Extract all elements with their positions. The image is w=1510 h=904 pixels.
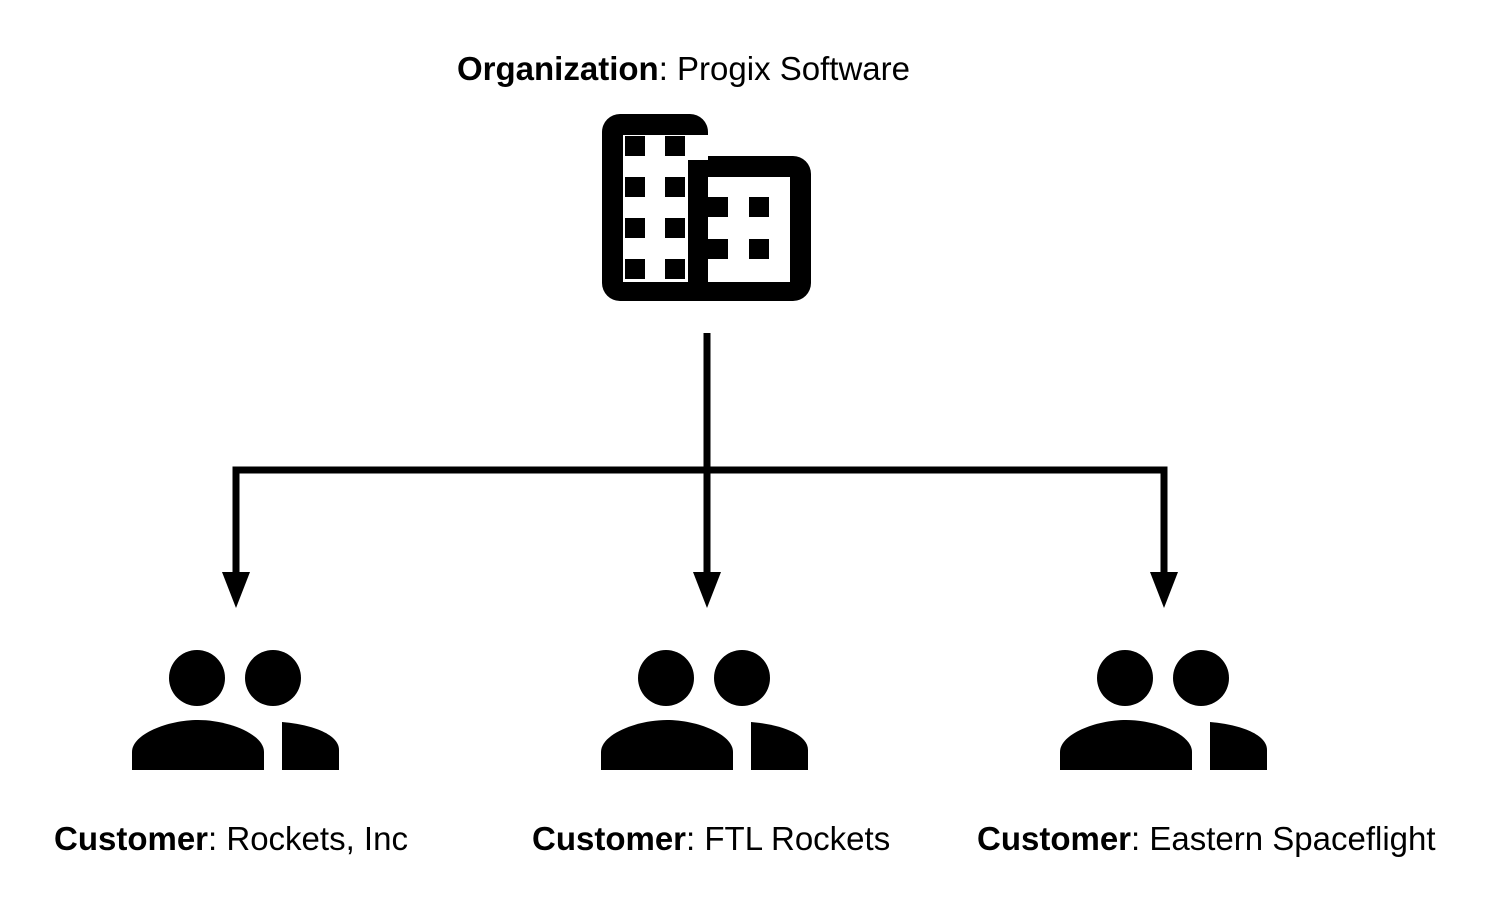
branch-line (232, 466, 1168, 575)
organization-name: Progix Software (677, 50, 910, 87)
customer-role: Customer (54, 820, 209, 857)
arrow-head-center (693, 572, 721, 608)
group-icon (601, 650, 808, 770)
organization-role: Organization (457, 50, 659, 87)
connector-lines (232, 333, 1168, 575)
customer-role: Customer (977, 820, 1132, 857)
customer-name: Rockets, Inc (226, 820, 408, 857)
customer-label: Customer: Rockets, Inc (54, 820, 408, 857)
group-icon (1060, 650, 1267, 770)
building-icon (602, 114, 811, 301)
customer-name: FTL Rockets (704, 820, 891, 857)
customer-role: Customer (532, 820, 687, 857)
customer-label: Customer: Eastern Spaceflight (977, 820, 1436, 857)
arrow-head-left (222, 572, 250, 608)
organization-label: Organization: Progix Software (457, 50, 910, 87)
group-icon (132, 650, 339, 770)
customer-name: Eastern Spaceflight (1149, 820, 1436, 857)
arrow-heads (222, 572, 1178, 608)
arrow-head-right (1150, 572, 1178, 608)
customer-label: Customer: FTL Rockets (532, 820, 891, 857)
